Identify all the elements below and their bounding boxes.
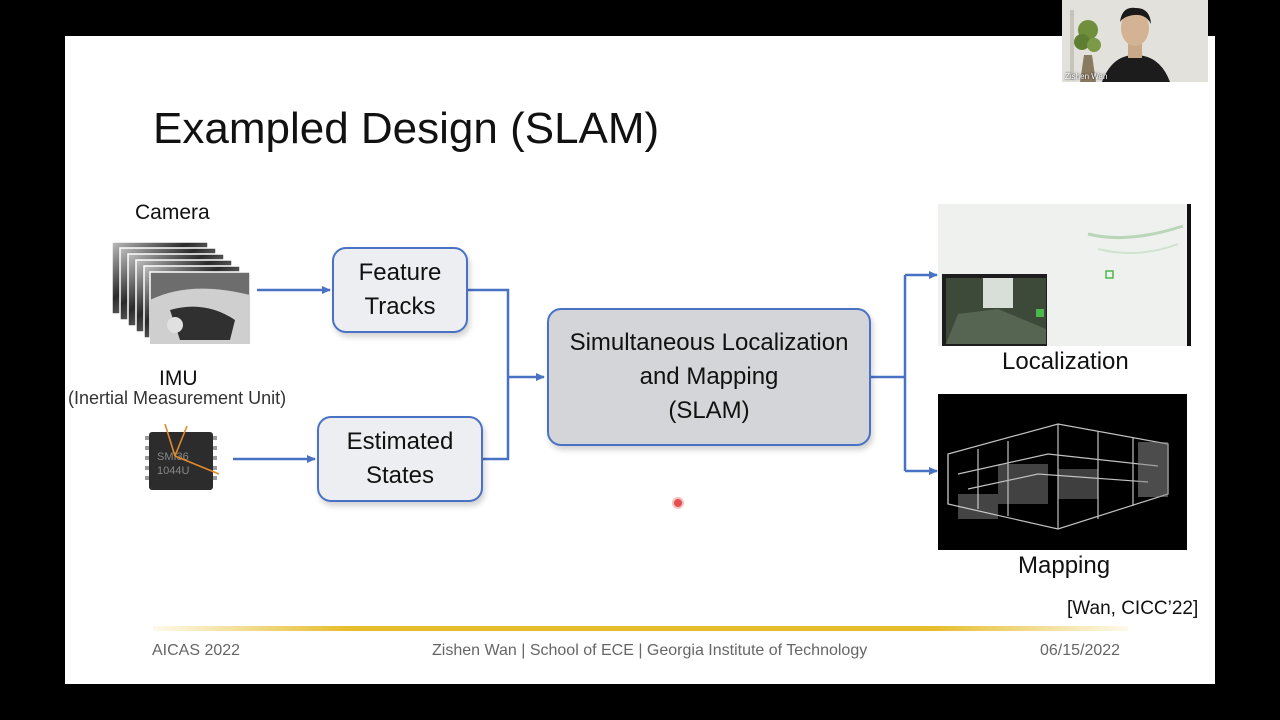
slam-box: Simultaneous Localization and Mapping (S… (547, 308, 871, 446)
states-merge-line (483, 377, 510, 461)
imu-label: IMU (159, 367, 198, 390)
webcam-video (1062, 0, 1208, 82)
camera-frames-image (111, 241, 251, 345)
localization-label: Localization (1002, 348, 1129, 375)
slam-line-3: (SLAM) (668, 397, 750, 424)
feature-tracks-line-2: Tracks (364, 293, 436, 320)
feature-tracks-box: Feature Tracks (332, 247, 468, 333)
slide: Exampled Design (SLAM) Camera (65, 36, 1215, 684)
citation: [Wan, CICC’22] (1067, 598, 1199, 619)
footer-center: Zishen Wan | School of ECE | Georgia Ins… (432, 642, 868, 659)
footer-divider (153, 626, 1128, 631)
footer-right: 06/15/2022 (1040, 642, 1121, 659)
laser-pointer (674, 499, 682, 507)
chip-text-2: 1044U (157, 465, 189, 477)
footer-left: AICAS 2022 (152, 642, 241, 659)
imu-subtitle: (Inertial Measurement Unit) (68, 388, 287, 408)
slam-line-1: Simultaneous Localization (569, 329, 849, 356)
mapping-image (938, 394, 1187, 550)
estimated-states-line-1: Estimated (346, 428, 454, 455)
feature-merge-line (468, 288, 510, 377)
webcam-name-label: Zishen Wan (1065, 72, 1108, 81)
slide-title: Exampled Design (SLAM) (153, 104, 660, 153)
feature-tracks-line-1: Feature (358, 259, 442, 286)
connector-arrows (233, 271, 938, 475)
mapping-label: Mapping (1018, 552, 1111, 579)
chip-text-1: SMI36 (157, 451, 189, 463)
camera-label: Camera (135, 201, 210, 224)
estimated-states-line-2: States (365, 462, 435, 489)
localization-image (938, 204, 1191, 346)
estimated-states-box: Estimated States (317, 416, 483, 502)
imu-chip-image: SMI36 1044U (145, 423, 220, 490)
slam-line-2: and Mapping (639, 363, 779, 390)
webcam-thumbnail[interactable]: Zishen Wan (1062, 0, 1208, 82)
